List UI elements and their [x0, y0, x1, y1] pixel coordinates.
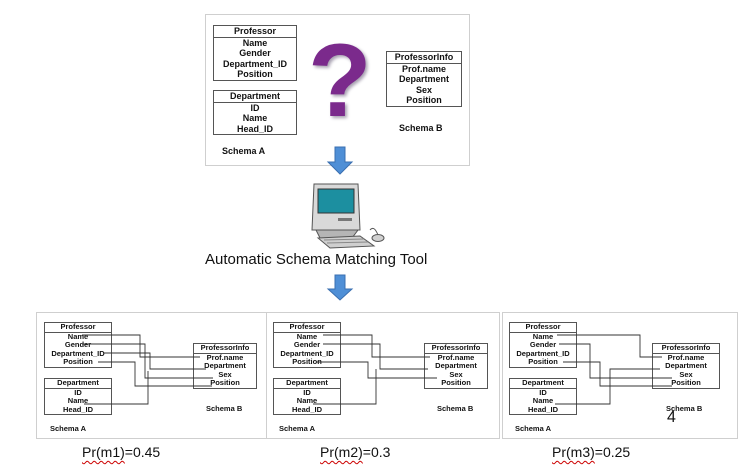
- top-table-professorinfo: ProfessorInfo Prof.name Department Sex P…: [386, 51, 462, 107]
- table-field: ID: [250, 102, 260, 113]
- table-field: Position: [63, 357, 93, 367]
- table-field: Sex: [679, 369, 693, 379]
- schema-b-caption: Schema B: [206, 404, 243, 413]
- table-field: Department: [204, 361, 246, 371]
- probability-label: Pr(m2): [320, 444, 363, 460]
- table-field: Position: [528, 357, 558, 367]
- table-field: Department_ID: [222, 58, 287, 69]
- table-field: Sex: [218, 369, 232, 379]
- table-field: Name: [67, 331, 89, 341]
- table-field: Name: [242, 113, 268, 123]
- table-field: Head_ID: [62, 404, 93, 414]
- table-field: Department_ID: [516, 348, 570, 358]
- table-title: Department: [510, 378, 576, 389]
- table-field: Gender: [293, 340, 321, 350]
- table-field: Sex: [415, 84, 432, 95]
- table-field: Position: [406, 95, 442, 105]
- table-title: Professor: [274, 322, 340, 333]
- table-field: Name: [242, 37, 268, 48]
- table-field: Department_ID: [51, 348, 105, 358]
- probability-value: =0.3: [362, 444, 391, 460]
- table-field: Department: [665, 361, 707, 371]
- table-title: Professor: [510, 322, 576, 333]
- table-field: Position: [292, 357, 322, 367]
- probability-m2: Pr(m2)=0.3: [320, 444, 390, 460]
- table-title: ProfessorInfo: [653, 343, 719, 354]
- table-field: ID: [303, 387, 311, 397]
- table-field: ID: [74, 387, 82, 397]
- table-field: Prof.name: [206, 352, 244, 362]
- table-field: Department: [435, 361, 477, 371]
- table-field: Position: [671, 378, 701, 388]
- tool-label: Automatic Schema Matching Tool: [205, 251, 428, 268]
- table-field: Position: [237, 69, 273, 79]
- table-field: Head_ID: [291, 404, 322, 414]
- table-field: ID: [539, 387, 547, 397]
- table-title: Department: [214, 91, 296, 103]
- probability-value: =0.45: [124, 444, 161, 460]
- m3-table-department: Department ID Name Head_ID: [509, 378, 577, 416]
- m2-table-professorinfo: ProfessorInfo Prof.name Department Sex P…: [424, 343, 488, 389]
- top-table-department: Department ID Name Head_ID: [213, 90, 297, 135]
- table-field: Head_ID: [527, 404, 558, 414]
- probability-m1: Pr(m1)=0.45: [82, 444, 160, 460]
- m1-table-professor: Professor Name Gender Department_ID Posi…: [44, 322, 112, 368]
- schema-a-caption: Schema A: [50, 424, 86, 433]
- m3-table-professor: Professor Name Gender Department_ID Posi…: [509, 322, 577, 368]
- schema-a-caption: Schema A: [279, 424, 315, 433]
- table-title: ProfessorInfo: [387, 52, 461, 64]
- page-number: 4: [667, 409, 676, 426]
- table-field: Name: [532, 396, 554, 406]
- m1-table-professorinfo: ProfessorInfo Prof.name Department Sex P…: [193, 343, 257, 389]
- schema-b-caption: Schema B: [399, 123, 443, 133]
- table-title: Department: [274, 378, 340, 389]
- table-field: Name: [67, 396, 89, 406]
- m2-table-professor: Professor Name Gender Department_ID Posi…: [273, 322, 341, 368]
- table-field: Prof.name: [437, 352, 475, 362]
- table-title: ProfessorInfo: [425, 343, 487, 354]
- table-title: Department: [45, 378, 111, 389]
- table-field: Department: [398, 74, 449, 84]
- table-field: Department_ID: [280, 348, 334, 358]
- table-field: Gender: [529, 340, 557, 350]
- m1-table-department: Department ID Name Head_ID: [44, 378, 112, 416]
- table-field: Head_ID: [236, 123, 273, 134]
- table-field: Gender: [64, 340, 92, 350]
- schema-b-caption: Schema B: [666, 404, 703, 413]
- table-field: Sex: [449, 369, 463, 379]
- probability-label: Pr(m1): [82, 444, 125, 460]
- table-field: Position: [441, 378, 471, 388]
- table-title: Professor: [45, 322, 111, 333]
- table-title: Professor: [214, 26, 296, 38]
- probability-value: =0.25: [594, 444, 631, 460]
- question-mark-icon: ?: [308, 23, 372, 139]
- table-field: Position: [210, 378, 240, 388]
- schema-a-caption: Schema A: [222, 146, 266, 156]
- schema-a-caption: Schema A: [515, 424, 551, 433]
- top-table-professor: Professor Name Gender Department_ID Posi…: [213, 25, 297, 81]
- computer-icon: [311, 183, 385, 249]
- table-field: Prof.name: [667, 352, 705, 362]
- table-field: Name: [296, 396, 318, 406]
- table-field: Prof.name: [401, 63, 446, 74]
- m3-table-professorinfo: ProfessorInfo Prof.name Department Sex P…: [652, 343, 720, 389]
- schema-b-caption: Schema B: [437, 404, 474, 413]
- table-field: Name: [532, 331, 554, 341]
- probability-label: Pr(m3): [552, 444, 595, 460]
- table-field: Gender: [239, 48, 271, 58]
- probability-m3: Pr(m3)=0.25: [552, 444, 630, 460]
- m2-table-department: Department ID Name Head_ID: [273, 378, 341, 416]
- table-title: ProfessorInfo: [194, 343, 256, 354]
- table-field: Name: [296, 331, 318, 341]
